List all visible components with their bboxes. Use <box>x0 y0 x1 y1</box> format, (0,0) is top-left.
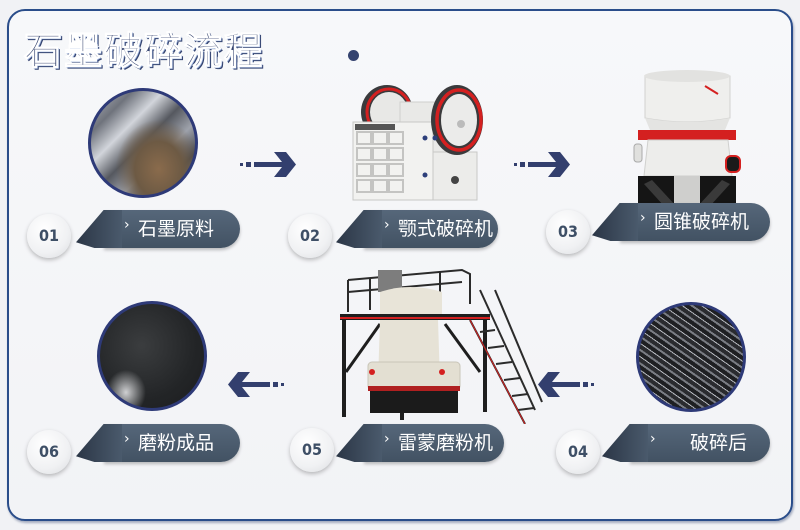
step-number-01: 01 <box>27 214 71 258</box>
step-label-02: › 颚式破碎机 <box>364 210 498 248</box>
step-number-03: 03 <box>546 210 590 254</box>
arrow-right-icon <box>240 152 296 177</box>
arrow-left-icon <box>538 372 594 397</box>
crushed-graphite-image <box>636 302 746 412</box>
title-dot-icon <box>348 50 359 61</box>
jaw-crusher-image <box>352 85 483 201</box>
raymond-mill-image <box>340 268 543 424</box>
chevron-right-icon: › <box>640 210 646 226</box>
step-label-01: › 石墨原料 <box>104 210 240 248</box>
step-label-04: › 破碎后 <box>630 424 770 462</box>
graphite-raw-image <box>88 88 198 198</box>
step-label-05: › 雷蒙磨粉机 <box>364 424 504 462</box>
chevron-right-icon: › <box>124 431 130 447</box>
chevron-right-icon: › <box>384 431 390 447</box>
step-label-03: › 圆锥破碎机 <box>620 203 770 241</box>
step-number-05: 05 <box>290 428 334 472</box>
step-number-06: 06 <box>27 430 71 474</box>
chevron-right-icon: › <box>124 217 130 233</box>
page-title: 石墨破碎流程 <box>23 29 265 74</box>
step-number-04: 04 <box>556 430 600 474</box>
graphite-powder-image <box>97 301 207 411</box>
chevron-right-icon: › <box>650 431 656 447</box>
arrow-right-icon <box>514 152 570 177</box>
chevron-right-icon: › <box>384 217 390 233</box>
arrow-left-icon <box>228 372 284 397</box>
cone-crusher-image <box>633 70 741 210</box>
step-number-02: 02 <box>288 214 332 258</box>
step-label-06: › 磨粉成品 <box>104 424 240 462</box>
